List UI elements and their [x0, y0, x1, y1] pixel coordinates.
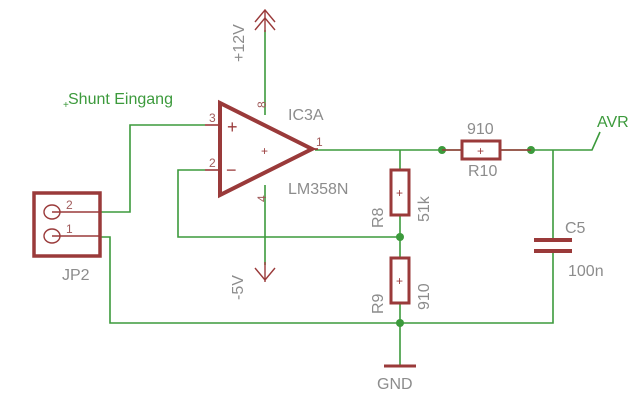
supply-positive-symbol: +12V	[231, 8, 276, 62]
opamp-minus-sign: −	[226, 160, 237, 180]
r9-mark: +	[396, 274, 403, 288]
jp2-pin-1-number: 1	[66, 222, 73, 236]
r8-mark: +	[396, 186, 403, 200]
resistor-r10: + 910 R10	[442, 121, 531, 180]
opamp-pin-2-number: 2	[209, 156, 216, 170]
opamp-pin-1-number: 1	[316, 135, 323, 149]
wire-c5-bottom	[400, 252, 554, 324]
ground-label: GND	[377, 376, 413, 393]
r9-body	[389, 256, 411, 305]
r10-body	[460, 139, 502, 161]
c5-value: 100n	[568, 263, 604, 280]
r8-body	[389, 168, 411, 217]
r10-value: 910	[467, 121, 494, 138]
r10-mark: +	[477, 144, 484, 158]
jp2-pin-2-number: 2	[66, 198, 73, 212]
shunt-input-marker: +	[63, 100, 69, 111]
wire-shunt-input	[100, 124, 205, 213]
wire-feedback	[177, 169, 400, 238]
ground-symbol: GND	[377, 364, 416, 393]
connector-jp2: 2 1 JP2	[32, 191, 102, 284]
jp2-name: JP2	[62, 267, 90, 284]
wire-jp2-gnd	[100, 236, 400, 324]
net-labels: + Shunt Eingang AVR	[63, 91, 629, 131]
opamp-ic3a: + − + 3 2 1 8 4 IC3A LM358N	[205, 99, 348, 202]
opamp-pin-3-number: 3	[209, 111, 216, 125]
supply-negative-symbol: -5V	[230, 262, 276, 300]
junction-ground-rail	[396, 319, 404, 327]
jp2-body	[32, 191, 102, 258]
wires	[100, 30, 601, 365]
capacitor-c5: C5 100n	[534, 220, 604, 280]
opamp-pin-4-number: 4	[255, 195, 269, 202]
opamp-inner-plus: +	[261, 144, 268, 158]
supply-negative-label: -5V	[230, 275, 247, 300]
opamp-value: LM358N	[288, 181, 348, 198]
junction-r8-r9	[396, 233, 404, 241]
r9-value: 910	[416, 283, 433, 310]
r9-name: R9	[370, 293, 387, 314]
r10-name: R10	[468, 163, 497, 180]
shunt-input-label: Shunt Eingang	[68, 91, 173, 108]
resistor-r8: + R8 51k	[370, 168, 433, 228]
r8-value: 51k	[416, 195, 433, 222]
supply-positive-label: +12V	[231, 24, 248, 62]
vee-arrow-head	[254, 267, 276, 282]
opamp-triangle	[218, 99, 317, 199]
opamp-plus-sign: +	[227, 117, 238, 137]
opamp-pin-8-number: 8	[255, 101, 269, 108]
avr-label: AVR	[597, 114, 629, 131]
r8-name: R8	[370, 207, 387, 228]
resistor-r9: + R9 910	[370, 256, 433, 314]
c5-name: C5	[565, 220, 586, 237]
opamp-name: IC3A	[288, 107, 324, 124]
wire-r10-avr	[500, 131, 601, 151]
junctions	[396, 146, 535, 327]
